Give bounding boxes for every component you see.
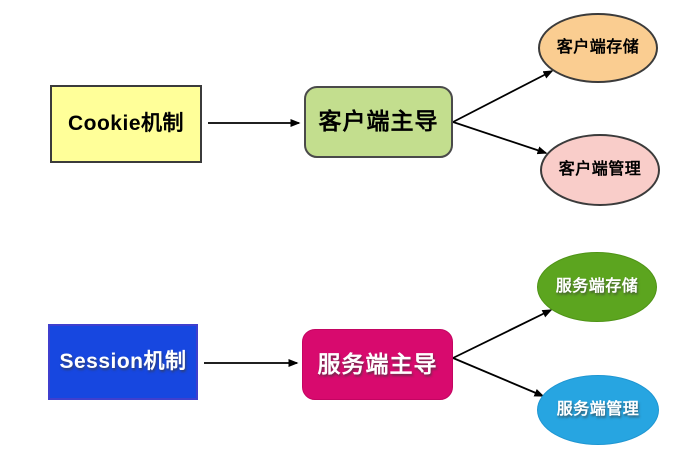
node-server-storage-label: 服务端存储 xyxy=(555,278,639,296)
node-cookie-mechanism-label: Cookie机制 xyxy=(67,112,184,136)
node-server-management: 服务端管理 xyxy=(537,375,659,445)
node-server-led-label: 服务端主导 xyxy=(317,350,438,377)
node-client-management-label: 客户端管理 xyxy=(558,161,642,179)
arrow-client-hub-to-client-manage xyxy=(452,121,548,155)
arrow-client-hub-to-client-storage xyxy=(452,70,554,123)
node-server-management-label: 服务端管理 xyxy=(556,401,640,419)
node-client-storage: 客户端存储 xyxy=(538,13,658,83)
node-client-storage-label: 客户端存储 xyxy=(556,39,640,57)
node-cookie-mechanism: Cookie机制 xyxy=(50,85,202,163)
node-client-led-label: 客户端主导 xyxy=(318,108,439,135)
node-server-storage: 服务端存储 xyxy=(537,252,657,322)
node-client-led: 客户端主导 xyxy=(304,86,453,158)
node-server-led: 服务端主导 xyxy=(302,329,453,400)
arrow-server-hub-to-server-storage xyxy=(452,309,553,359)
node-session-mechanism: Session机制 xyxy=(48,324,198,400)
node-session-mechanism-label: Session机制 xyxy=(59,350,187,374)
arrow-server-hub-to-server-manage xyxy=(452,357,545,397)
node-client-management: 客户端管理 xyxy=(540,134,660,206)
